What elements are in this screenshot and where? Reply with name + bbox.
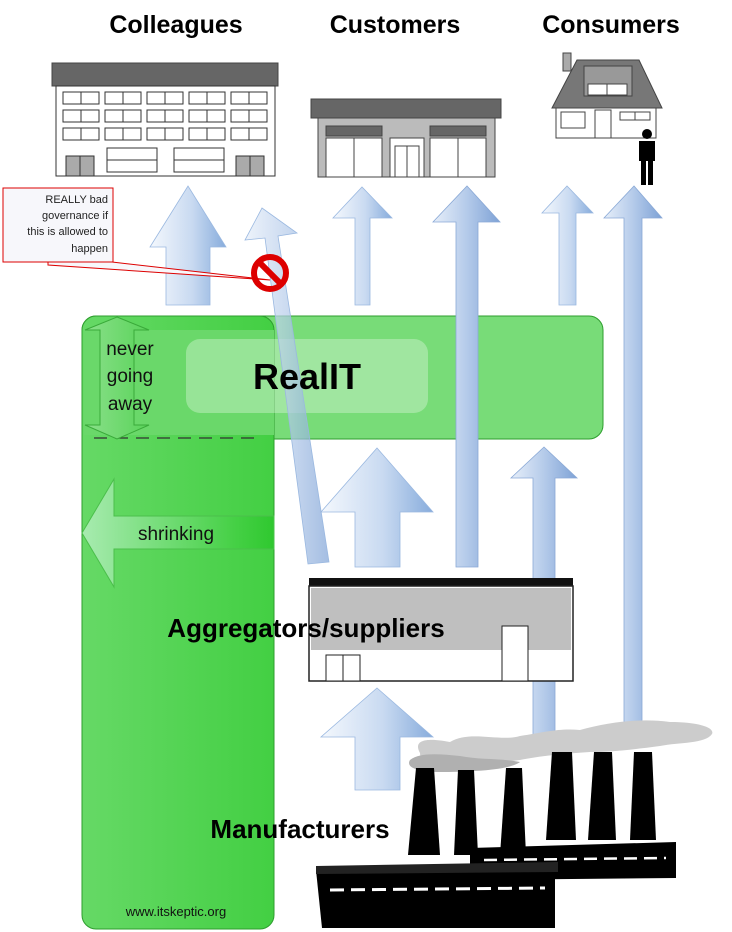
person-icon bbox=[639, 129, 655, 185]
label-never: never bbox=[106, 339, 154, 360]
warehouse-icon bbox=[308, 578, 574, 682]
arrow-bypass-governance bbox=[244, 207, 330, 565]
label-colleagues: Colleagues bbox=[109, 11, 242, 39]
callout-line-3: this is allowed to bbox=[27, 226, 108, 238]
office-building-icon bbox=[51, 62, 279, 177]
arrow-suppliers-to-realit bbox=[320, 447, 434, 568]
arrow-to-customers-short bbox=[332, 186, 393, 306]
shop-building-icon bbox=[310, 98, 502, 178]
callout-line-1: REALLY bad bbox=[45, 194, 108, 206]
label-aggregators: Aggregators/suppliers bbox=[167, 613, 444, 643]
label-realit: RealIT bbox=[253, 356, 361, 397]
shrinking-arrow bbox=[81, 477, 275, 589]
governance-callout: REALLY bad governance if this is allowed… bbox=[2, 187, 271, 281]
label-away: away bbox=[108, 394, 153, 415]
realit-highlight bbox=[186, 339, 428, 413]
arrow-to-consumers-short bbox=[541, 185, 594, 306]
label-consumers: Consumers bbox=[542, 11, 680, 39]
callout-line-4: happen bbox=[71, 243, 108, 255]
callout-line-2: governance if bbox=[42, 210, 109, 222]
house-icon bbox=[551, 52, 663, 139]
arrow-to-colleagues bbox=[149, 185, 227, 306]
footer-url: www.itskeptic.org bbox=[125, 904, 226, 919]
arrow-aggregators-to-customers bbox=[432, 185, 501, 568]
prohibit-icon bbox=[251, 254, 289, 292]
label-shrinking: shrinking bbox=[138, 524, 214, 545]
never-going-away-arrow bbox=[84, 316, 150, 440]
arrow-manufacturers-to-aggregators bbox=[319, 687, 435, 791]
label-customers: Customers bbox=[330, 11, 461, 39]
label-manufacturers: Manufacturers bbox=[210, 814, 389, 844]
factory-icon bbox=[316, 720, 713, 928]
arrow-manufacturers-to-consumers bbox=[603, 185, 663, 743]
label-going: going bbox=[107, 366, 154, 387]
